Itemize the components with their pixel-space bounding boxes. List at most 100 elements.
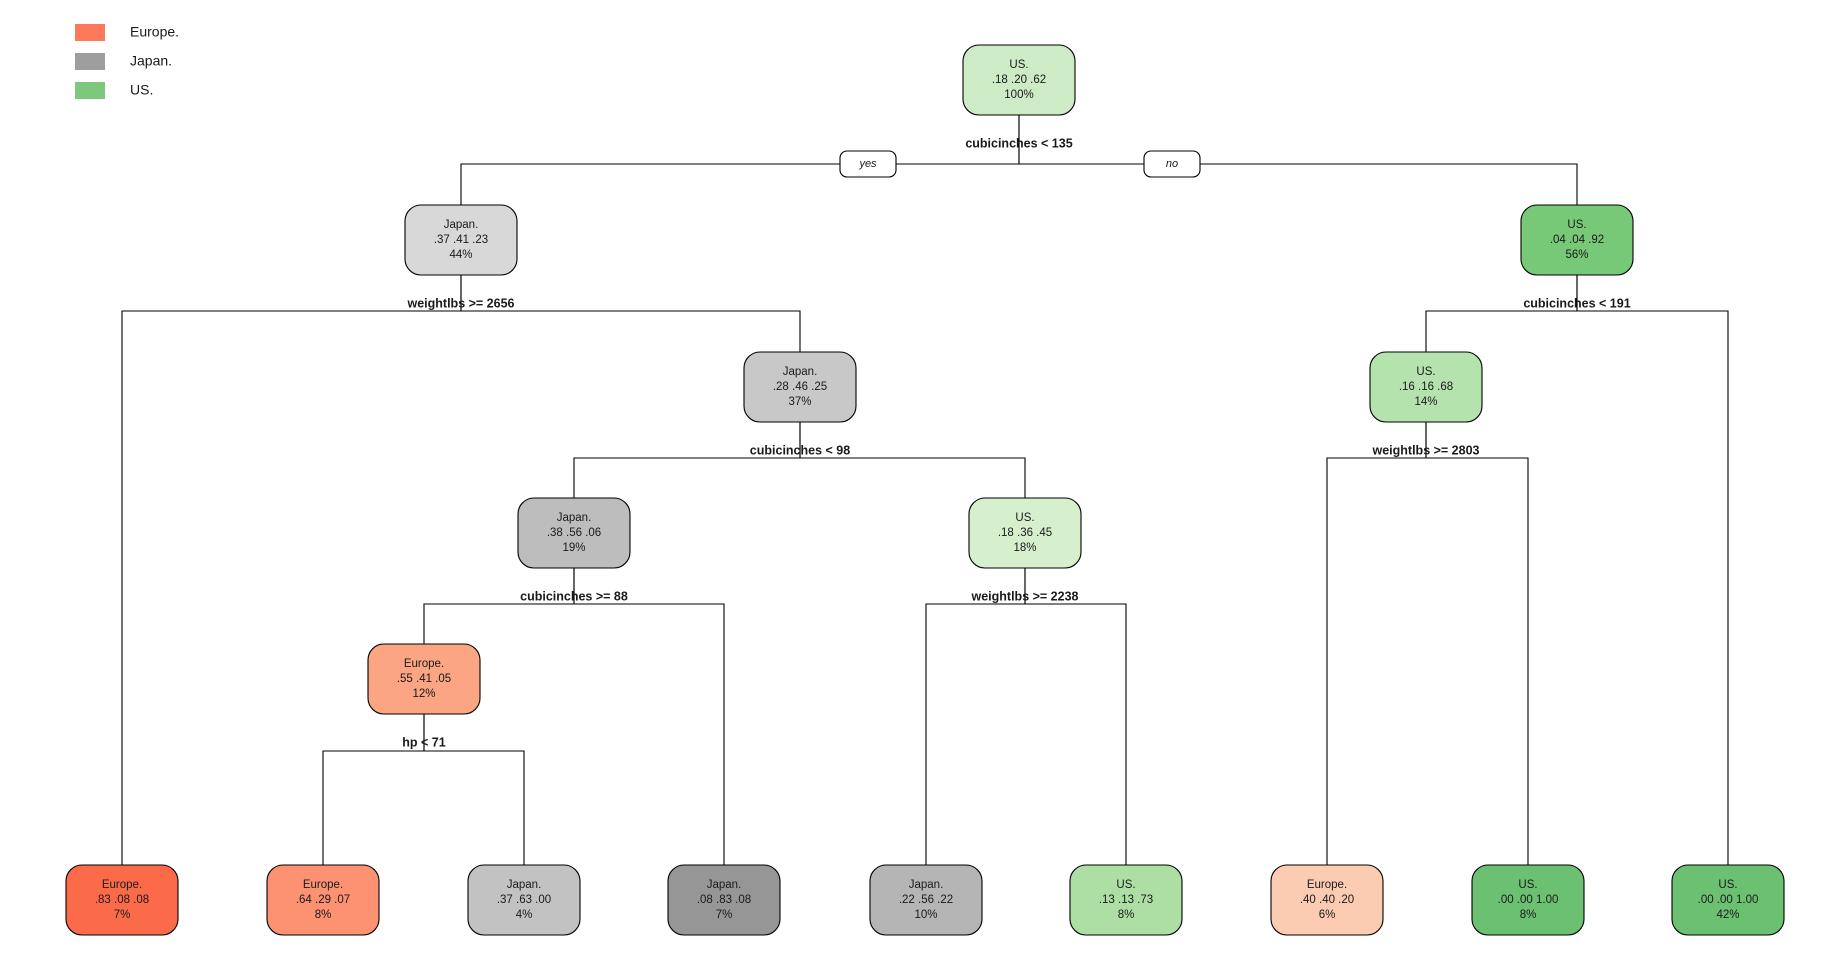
node-predicted-class: Europe. <box>1307 879 1347 891</box>
node-predicted-class: US. <box>1718 879 1737 891</box>
node-box <box>65 864 179 936</box>
node-observation-pct: 100% <box>1004 89 1033 101</box>
node-predicted-class: US. <box>1015 512 1034 524</box>
tree-edge-n2-to-l1 <box>121 275 462 865</box>
tree-edge-n11-to-l5 <box>925 568 1026 865</box>
node-observation-pct: 37% <box>788 396 811 408</box>
node-box <box>517 497 631 569</box>
tree-edge-root-to-n3 <box>1018 115 1578 205</box>
node-box <box>1369 351 1483 423</box>
node-observation-pct: 6% <box>1319 909 1336 921</box>
tree-node-n11[interactable]: US. .18 .36 .45 18% <box>968 497 1082 569</box>
node-observation-pct: 44% <box>449 249 472 261</box>
node-box <box>404 204 518 276</box>
edge-layer <box>121 115 1729 865</box>
node-class-probabilities: .18 .20 .62 <box>992 74 1046 86</box>
node-observation-pct: 18% <box>1013 542 1036 554</box>
tree-edge-n6-to-l7 <box>1326 422 1427 865</box>
node-class-probabilities: .22 .56 .22 <box>899 894 953 906</box>
branch-label-yes-text: yes <box>858 158 877 170</box>
leaf-node-l7[interactable]: Europe. .40 .40 .20 6% <box>1270 864 1384 936</box>
node-observation-pct: 14% <box>1414 396 1437 408</box>
node-box <box>1471 864 1585 936</box>
node-class-probabilities: .08 .83 .08 <box>697 894 751 906</box>
leaf-node-l8[interactable]: US. .00 .00 1.00 8% <box>1471 864 1585 936</box>
split-label-root: cubicinches < 135 <box>965 136 1072 150</box>
tree-edge-n10-to-n20 <box>423 568 575 644</box>
node-predicted-class: US. <box>1116 879 1135 891</box>
legend-label: Japan. <box>130 53 172 69</box>
split-label-layer: cubicinches < 135 weightlbs >= 2656 cubici… <box>402 136 1630 749</box>
split-label-n10: cubicinches >= 88 <box>520 589 628 603</box>
leaf-node-l2[interactable]: Europe. .64 .29 .07 8% <box>266 864 380 936</box>
node-box <box>667 864 781 936</box>
node-box <box>367 643 481 715</box>
node-predicted-class: Japan. <box>707 879 742 891</box>
node-observation-pct: 8% <box>315 909 332 921</box>
node-box <box>869 864 983 936</box>
node-observation-pct: 42% <box>1716 909 1739 921</box>
leaf-node-l3[interactable]: Japan..37 .63 .004% <box>467 864 581 936</box>
tree-edge-n6-to-l8 <box>1425 422 1529 865</box>
node-class-probabilities: .37 .63 .00 <box>497 894 551 906</box>
tree-edge-n20-to-l3 <box>423 714 525 865</box>
split-label-n3: cubicinches < 191 <box>1523 296 1630 310</box>
split-label-n20: hp < 71 <box>402 735 445 749</box>
branch-label-no-text: no <box>1166 158 1178 170</box>
node-class-probabilities: .64 .29 .07 <box>296 894 350 906</box>
split-label-n2: weightlbs >= 2656 <box>407 296 515 310</box>
leaf-node-l1[interactable]: Europe..83 .08 .087% <box>65 864 179 936</box>
node-box <box>1069 864 1183 936</box>
node-observation-pct: 12% <box>412 688 435 700</box>
node-observation-pct: 7% <box>114 909 131 921</box>
node-predicted-class: Japan. <box>783 366 818 378</box>
node-predicted-class: Japan. <box>507 879 542 891</box>
node-box <box>1520 204 1634 276</box>
node-box <box>467 864 581 936</box>
node-box <box>1671 864 1785 936</box>
tree-edge-n2-to-n5 <box>460 275 801 352</box>
node-observation-pct: 19% <box>562 542 585 554</box>
node-class-probabilities: .40 .40 .20 <box>1300 894 1354 906</box>
branch-label-yes: yes <box>839 150 897 178</box>
legend-swatch <box>75 82 105 99</box>
node-predicted-class: US. <box>1416 366 1435 378</box>
node-observation-pct: 10% <box>914 909 937 921</box>
yes-no-label-layer: yes no <box>839 150 1201 178</box>
leaf-node-l4[interactable]: Japan..08 .83 .087% <box>667 864 781 936</box>
legend: Europe.Japan.US. <box>75 24 179 99</box>
tree-node-n2[interactable]: Japan. .37 .41 .23 44% <box>404 204 518 276</box>
node-predicted-class: Europe. <box>303 879 343 891</box>
tree-node-n3[interactable]: US. .04 .04 .92 56% <box>1520 204 1634 276</box>
node-predicted-class: US. <box>1518 879 1537 891</box>
tree-edge-n3-to-n6 <box>1425 275 1578 352</box>
tree-node-n20[interactable]: Europe. .55 .41 .05 12% <box>367 643 481 715</box>
split-label-n6: weightlbs >= 2803 <box>1372 443 1480 457</box>
node-box <box>968 497 1082 569</box>
tree-edge-n11-to-l6 <box>1024 568 1127 865</box>
node-class-probabilities: .55 .41 .05 <box>397 673 451 685</box>
node-class-probabilities: .18 .36 .45 <box>998 527 1052 539</box>
node-observation-pct: 56% <box>1565 249 1588 261</box>
branch-label-no-box <box>1143 150 1201 178</box>
leaf-node-l6[interactable]: US..13 .13 .738% <box>1069 864 1183 936</box>
node-class-probabilities: .04 .04 .92 <box>1550 234 1604 246</box>
legend-swatch <box>75 24 105 41</box>
node-layer: US. .18 .20 .62 100% Japan. .37 .41 .23 44% US… <box>65 44 1785 936</box>
node-predicted-class: US. <box>1567 219 1586 231</box>
node-observation-pct: 8% <box>1520 909 1537 921</box>
node-class-probabilities: .00 .00 1.00 <box>1498 894 1559 906</box>
node-box <box>1270 864 1384 936</box>
node-class-probabilities: .37 .41 .23 <box>434 234 488 246</box>
node-class-probabilities: .38 .56 .06 <box>547 527 601 539</box>
node-predicted-class: Europe. <box>404 658 444 670</box>
tree-edge-n3-to-l9 <box>1576 275 1729 865</box>
node-predicted-class: Japan. <box>444 219 479 231</box>
